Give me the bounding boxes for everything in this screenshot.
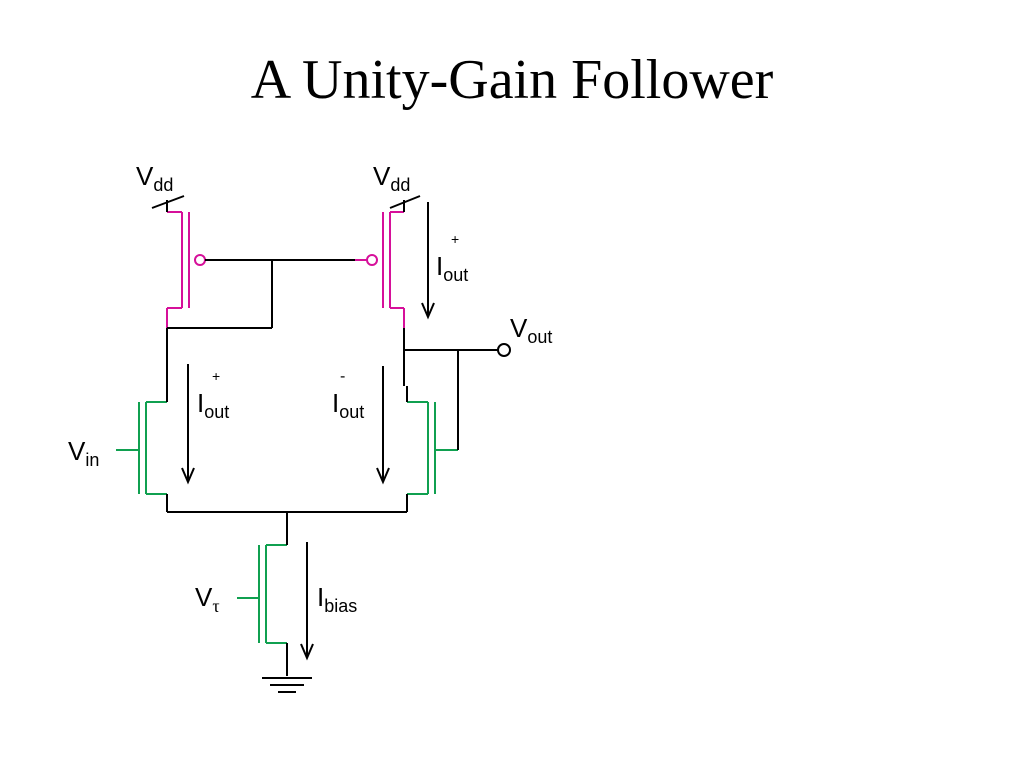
nmos-feedback-transistor [407,401,458,495]
vout-label: Vout [510,313,552,347]
current-arrows [181,202,435,661]
iout-plus-top-sup: + [451,231,459,247]
iout-minus-mid-sup: - [340,368,345,385]
vtau-label: Vτ [195,582,220,616]
nmos-input-transistor [116,401,167,495]
vdd-right-label: Vdd [373,161,410,195]
wiring [151,195,498,693]
pmos-right-transistor [355,211,405,328]
iout-plus-top-label: Iout [436,251,468,285]
iout-minus-mid-label: Iout [332,388,364,422]
vdd-left-label: Vdd [136,161,173,195]
vout-terminal [497,343,511,357]
slide-title: A Unity-Gain Follower [250,49,774,111]
nmos-bias-transistor [237,544,287,644]
iout-plus-mid-sup: + [212,368,220,384]
vin-label: Vin [68,436,99,470]
ibias-label: Ibias [317,582,357,616]
iout-plus-mid-label: Iout [197,388,229,422]
pmos-left-transistor [166,211,206,328]
